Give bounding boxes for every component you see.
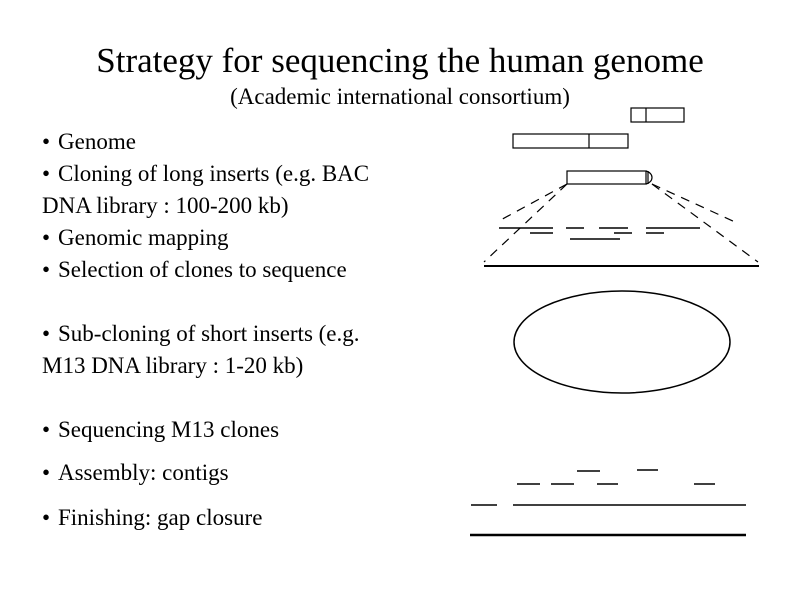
- bullet-icon: •: [42, 460, 51, 485]
- bullet-text: Selection of clones to sequence: [58, 257, 347, 282]
- bullet-icon: •: [42, 505, 51, 530]
- bullet-icon: •: [42, 129, 51, 154]
- bullet-text: Sequencing M13 clones: [58, 417, 280, 442]
- bullet-selection-of-clones: • Selection of clones to sequence: [42, 254, 347, 286]
- bullet-text: Genomic mapping: [58, 225, 229, 250]
- bullet-text: Cloning of long inserts (e.g. BAC: [58, 161, 370, 186]
- bullet-icon: •: [42, 225, 51, 250]
- bullet-sub-cloning-continued: M13 DNA library : 1-20 kb): [42, 350, 303, 382]
- bullet-text: Finishing: gap closure: [58, 505, 263, 530]
- bullet-icon: •: [42, 257, 51, 282]
- bullet-text: Genome: [58, 129, 136, 154]
- bullet-text: Assembly: contigs: [58, 460, 229, 485]
- bullet-cloning-long-inserts: • Cloning of long inserts (e.g. BAC: [42, 158, 369, 190]
- bullet-icon: •: [42, 417, 51, 442]
- clone-library-bars: [512, 133, 629, 149]
- genome-bar: [630, 107, 685, 123]
- bullet-genome: • Genome: [42, 126, 136, 158]
- bullet-assembly: • Assembly: contigs: [42, 457, 229, 489]
- bullet-text: Sub-cloning of short inserts (e.g.: [58, 321, 360, 346]
- bullet-icon: •: [42, 161, 51, 186]
- bullet-text: M13 DNA library : 1-20 kb): [42, 353, 304, 378]
- bullet-icon: •: [42, 321, 51, 346]
- bac-clone: [566, 170, 653, 185]
- m13-subclone-circle: [513, 290, 731, 394]
- bullet-sub-cloning: • Sub-cloning of short inserts (e.g.: [42, 318, 360, 350]
- bullet-finishing: • Finishing: gap closure: [42, 502, 262, 534]
- slide-title: Strategy for sequencing the human genome: [96, 41, 704, 80]
- contig-reads: [471, 469, 746, 506]
- bullet-text: DNA library : 100-200 kb): [42, 193, 289, 218]
- bullet-sequencing-m13: • Sequencing M13 clones: [42, 414, 279, 446]
- bullet-genomic-mapping: • Genomic mapping: [42, 222, 229, 254]
- slide-subtitle: (Academic international consortium): [230, 84, 570, 109]
- bac-expansion-lines: [483, 183, 759, 263]
- bullet-cloning-long-inserts-continued: DNA library : 100-200 kb): [42, 190, 289, 222]
- genomic-map: [499, 227, 700, 240]
